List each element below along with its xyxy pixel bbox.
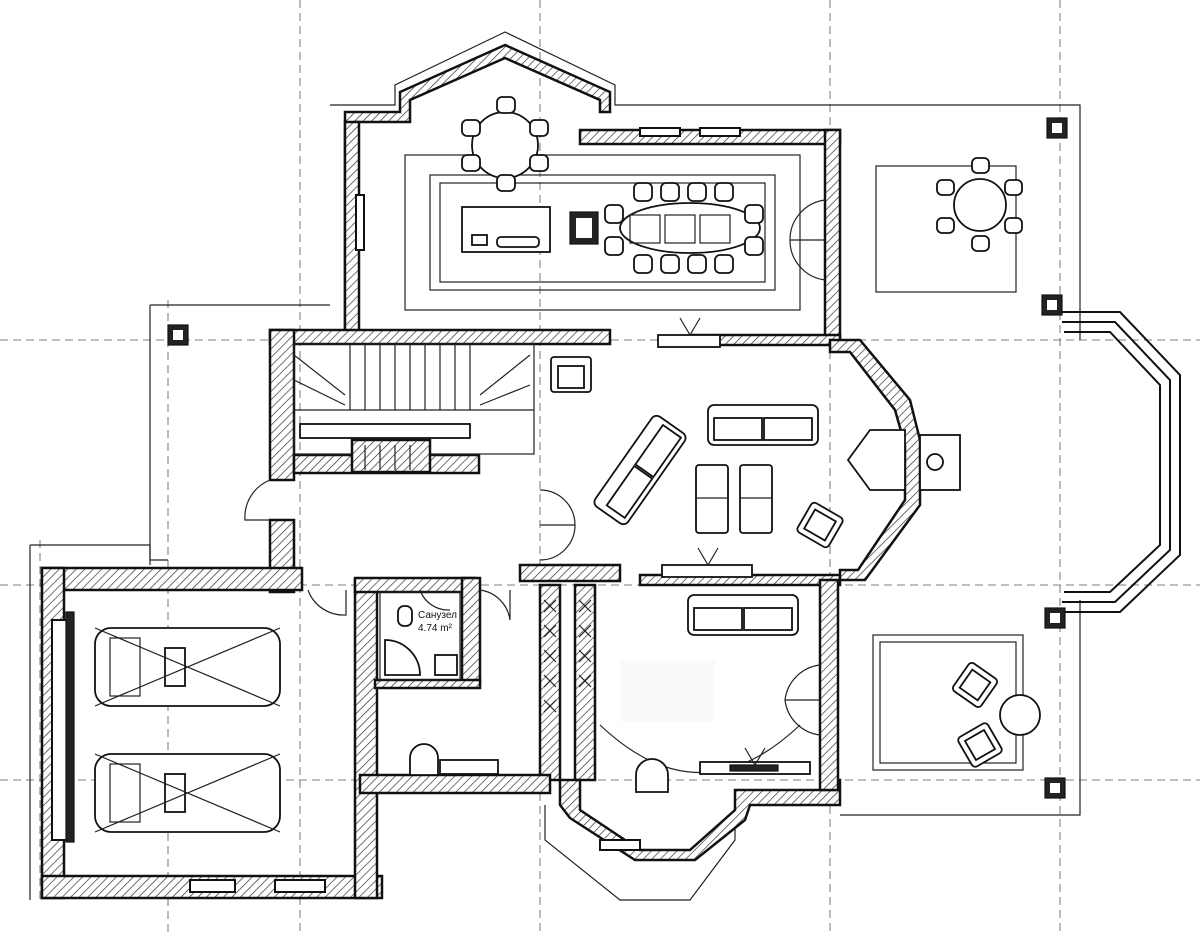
doors: [244, 199, 826, 736]
terrace-outlines: [29, 31, 1081, 901]
car-icon: [94, 627, 281, 707]
bathroom-area: 4.74 m²: [418, 623, 453, 634]
bathroom-label: Санузел: [418, 610, 457, 621]
car-icon: [94, 753, 281, 833]
blank-patch: [620, 660, 715, 722]
living-room: [550, 317, 961, 578]
curved-terrace: [1060, 311, 1181, 613]
bathroom: Санузел 4.74 m²: [379, 591, 461, 681]
den: [543, 594, 811, 793]
dining-table-icon: [619, 202, 761, 254]
hall-furniture: [409, 743, 499, 776]
stairs-icon: [293, 343, 535, 474]
terrace-lounge: [872, 607, 1066, 799]
sofa-icon: [707, 404, 819, 446]
terrace-dining-set: [875, 117, 1068, 316]
garage: [65, 611, 281, 843]
terrace-column: [167, 324, 189, 346]
windows: [51, 127, 741, 893]
dining-room: [404, 96, 801, 311]
